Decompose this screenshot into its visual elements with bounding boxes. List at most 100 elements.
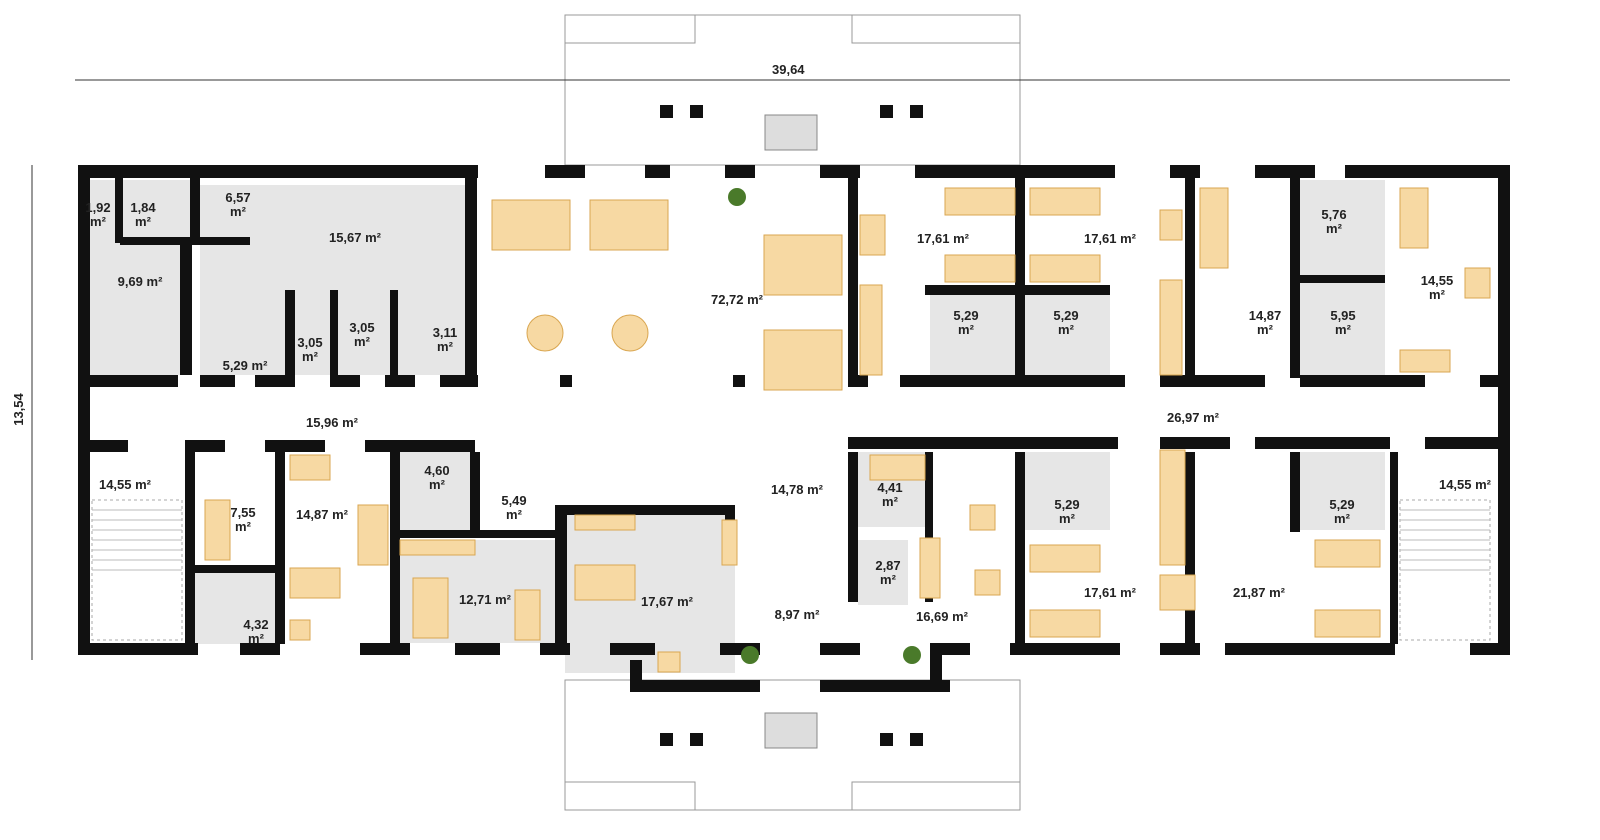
furniture	[1159, 574, 1196, 611]
wall	[395, 530, 555, 538]
column	[690, 105, 703, 118]
grate	[764, 114, 818, 151]
wall	[390, 290, 398, 375]
wall	[555, 505, 567, 655]
wall	[1160, 643, 1200, 655]
wall	[115, 178, 123, 243]
column	[880, 733, 893, 746]
wall	[915, 165, 1115, 178]
room-area-label: 14,78 m²	[770, 482, 824, 497]
wall	[1300, 375, 1425, 387]
wall	[78, 165, 478, 178]
furniture	[491, 199, 571, 251]
wall	[820, 165, 860, 178]
room-area-label: 17,61 m²	[1083, 585, 1137, 600]
column	[880, 105, 893, 118]
wall	[465, 178, 477, 378]
wall	[200, 375, 235, 387]
plant-icon	[903, 646, 921, 664]
room-area-label: 16,69 m²	[915, 609, 969, 624]
wall	[330, 375, 360, 387]
furniture	[1159, 449, 1186, 566]
furniture	[589, 199, 669, 251]
room-area-label: 7,55 m²	[230, 505, 256, 534]
room-area-label: 4,41 m²	[877, 480, 903, 509]
wall	[195, 565, 275, 573]
room-area-label: 17,67 m²	[640, 594, 694, 609]
furniture	[399, 539, 476, 556]
wall	[385, 375, 415, 387]
room-area-label: 5,29 m²	[953, 308, 979, 337]
furniture	[1464, 267, 1491, 299]
furniture	[869, 454, 926, 481]
room-area-label: 5,49 m²	[501, 493, 527, 522]
room-area-label: 3,11 m²	[432, 325, 458, 354]
furniture	[574, 564, 636, 601]
wall	[1185, 452, 1195, 644]
furniture	[289, 567, 341, 599]
furniture	[289, 619, 311, 641]
wall	[925, 452, 933, 602]
room-area-label: 2,87 m²	[875, 558, 901, 587]
furniture	[289, 454, 331, 481]
wall	[1390, 452, 1398, 644]
furniture	[1399, 349, 1451, 373]
room-floor	[1300, 452, 1385, 530]
plant-icon	[741, 646, 759, 664]
room-floor	[122, 180, 190, 242]
wall	[330, 290, 338, 375]
wall	[1470, 643, 1510, 655]
room-area-label: 72,72 m²	[710, 292, 764, 307]
furniture	[1199, 187, 1229, 269]
furniture	[412, 577, 449, 639]
room-floor	[858, 540, 908, 605]
wall	[185, 452, 195, 644]
furniture	[763, 329, 843, 391]
wall	[275, 452, 285, 644]
furniture	[1159, 279, 1183, 376]
wall	[240, 643, 280, 655]
wall	[1160, 437, 1230, 449]
room-area-label: 5,29 m²	[222, 358, 268, 373]
wall	[390, 452, 400, 644]
room-area-label: 14,55 m²	[1420, 273, 1454, 302]
furniture	[721, 519, 738, 566]
room-floor	[195, 572, 275, 644]
plant-icon	[728, 188, 746, 206]
room-area-label: 14,55 m²	[1438, 477, 1492, 492]
wall	[820, 680, 950, 692]
furniture	[969, 504, 996, 531]
furniture	[763, 234, 843, 296]
wall	[78, 643, 198, 655]
wall	[470, 452, 480, 532]
furniture	[514, 589, 541, 641]
wall	[78, 375, 178, 387]
wall	[285, 290, 295, 375]
furniture	[1399, 187, 1429, 249]
planter-outline	[851, 14, 1021, 44]
room-floor	[90, 245, 180, 375]
wall	[1185, 375, 1265, 387]
room-area-label: 15,67 m²	[328, 230, 382, 245]
column	[910, 733, 923, 746]
furniture	[1029, 187, 1101, 216]
column	[660, 733, 673, 746]
room-area-label: 14,87 m²	[1248, 308, 1282, 337]
column	[733, 375, 745, 387]
room-floor	[1300, 280, 1385, 375]
room-area-label: 17,61 m²	[1083, 231, 1137, 246]
room-area-label: 1,92 m²	[85, 200, 111, 229]
furniture	[974, 569, 1001, 596]
column	[690, 733, 703, 746]
furniture	[1029, 609, 1101, 638]
room-area-label: 8,97 m²	[774, 607, 820, 622]
wall	[1255, 437, 1390, 449]
room-area-label: 3,05 m²	[349, 320, 375, 349]
wall	[725, 165, 755, 178]
column	[560, 375, 572, 387]
furniture	[919, 537, 941, 599]
room-floor	[336, 290, 398, 375]
planter-outline	[564, 14, 696, 44]
wall	[1185, 178, 1195, 378]
wall	[1300, 275, 1385, 283]
